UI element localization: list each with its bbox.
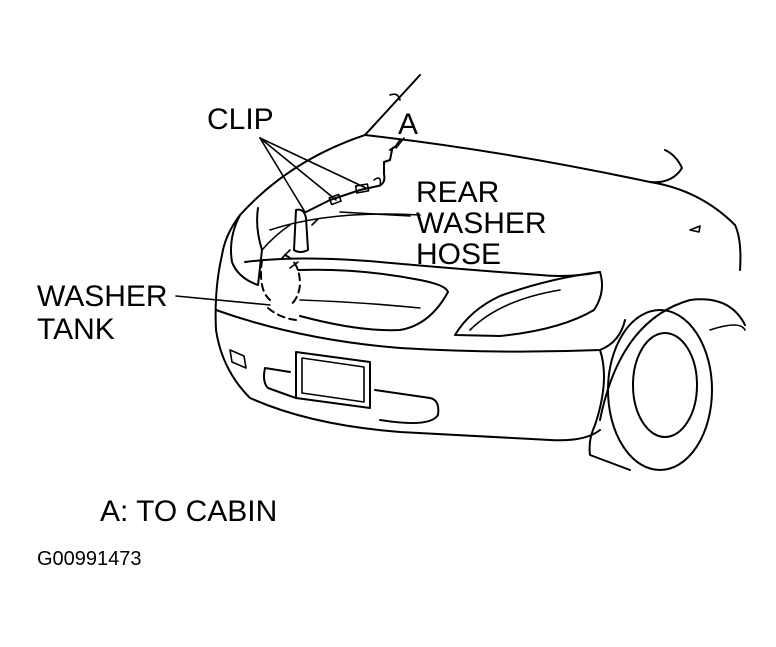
clip-label: CLIP [207,103,274,136]
wheel-arch [599,298,746,421]
grille-bar [299,299,421,309]
right-headlamp [454,271,603,337]
hood-crease [269,213,421,231]
car-outline [214,74,746,471]
left-headlamp [230,207,263,286]
leader-lines [175,137,411,306]
rocker-line [709,324,746,331]
hose-clip-1 [328,193,342,206]
left-headlamp-inner [261,224,291,251]
figure-code: G00991473 [37,548,142,570]
washer-tank-label-line2: TANK [37,313,115,346]
license-plate-inner [301,357,365,403]
washer-tank-label-line1: WASHER [37,280,168,313]
tank-strap [281,249,299,269]
lower-intake [263,367,440,425]
rear-washer-hose-label-line1: REAR [416,176,499,209]
hood-front-edge [244,257,601,277]
right-headlamp-inner [469,289,561,331]
clip-leader-1 [259,137,306,213]
side-marker [689,225,701,233]
clip-leader-3 [259,137,367,189]
right-bumper-corner [588,349,631,471]
legend-a-to-cabin: A: TO CABIN [100,495,277,528]
a-marker-label: A [398,108,418,141]
a-leader [395,137,405,149]
hood-rear-edge [364,134,683,184]
wiper-pivot [389,93,401,101]
washer-tank-leader [175,295,271,306]
windshield-edge [364,74,421,136]
left-fog-lamp [229,349,247,369]
grille-outline [297,268,449,332]
hood-left-edge [221,134,366,256]
washer-tank-neck [293,208,309,253]
washer-tank-outline [260,254,302,321]
hose-to-cabin [389,139,401,151]
hose-clip-3 [373,177,382,187]
right-fender-top [649,181,742,271]
rear-washer-hose-leader [339,211,411,217]
license-plate [295,351,371,409]
rear-washer-hose-label-line3: HOSE [416,238,501,271]
rear-washer-hose [305,149,393,213]
hose-clip-4 [311,218,319,226]
tire [607,309,713,471]
bumper-upper [215,309,626,353]
wheel-rim [632,332,698,438]
clip-leader-2 [259,137,337,201]
bumper-lower [214,254,601,442]
rear-washer-hose-label-line2: WASHER [416,207,547,240]
